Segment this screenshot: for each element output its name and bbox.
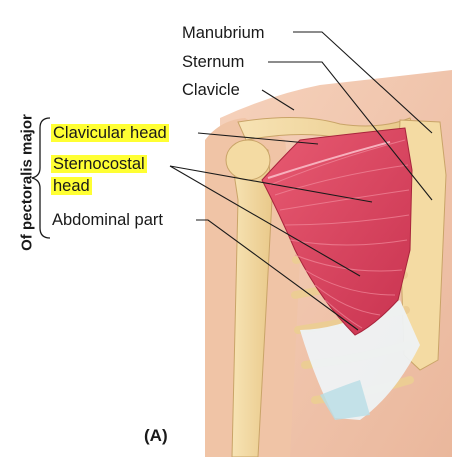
manubrium-label: Manubrium [182,24,265,42]
clavicle-label: Clavicle [182,81,240,99]
sternum-label: Sternum [182,53,245,71]
group-brace [31,117,51,239]
leader-lines [169,31,433,331]
abdominal-part-label: Abdominal part [52,211,163,229]
leader-sternocostal-2 [169,165,361,277]
humeral-head [225,139,271,181]
leader-clavicular-head [197,132,319,145]
leader-clavicle [261,89,295,111]
fascia-blue [320,380,370,420]
leader-sternocostal-1 [169,165,373,203]
clavicular-head-division [267,141,391,179]
fascia [300,300,420,420]
sternocostal-label-line2: head [51,177,92,195]
group-label: Of pectoralis major [18,114,36,251]
leader-manubrium [293,31,433,134]
panel-label: (A) [144,426,168,445]
clavicular-head-label: Clavicular head [51,124,169,142]
sternocostal-label-line1: Sternocostal [51,155,147,173]
leader-sternum [268,61,433,201]
pectoralis-muscle [261,127,413,336]
leader-abdominal [196,219,359,331]
